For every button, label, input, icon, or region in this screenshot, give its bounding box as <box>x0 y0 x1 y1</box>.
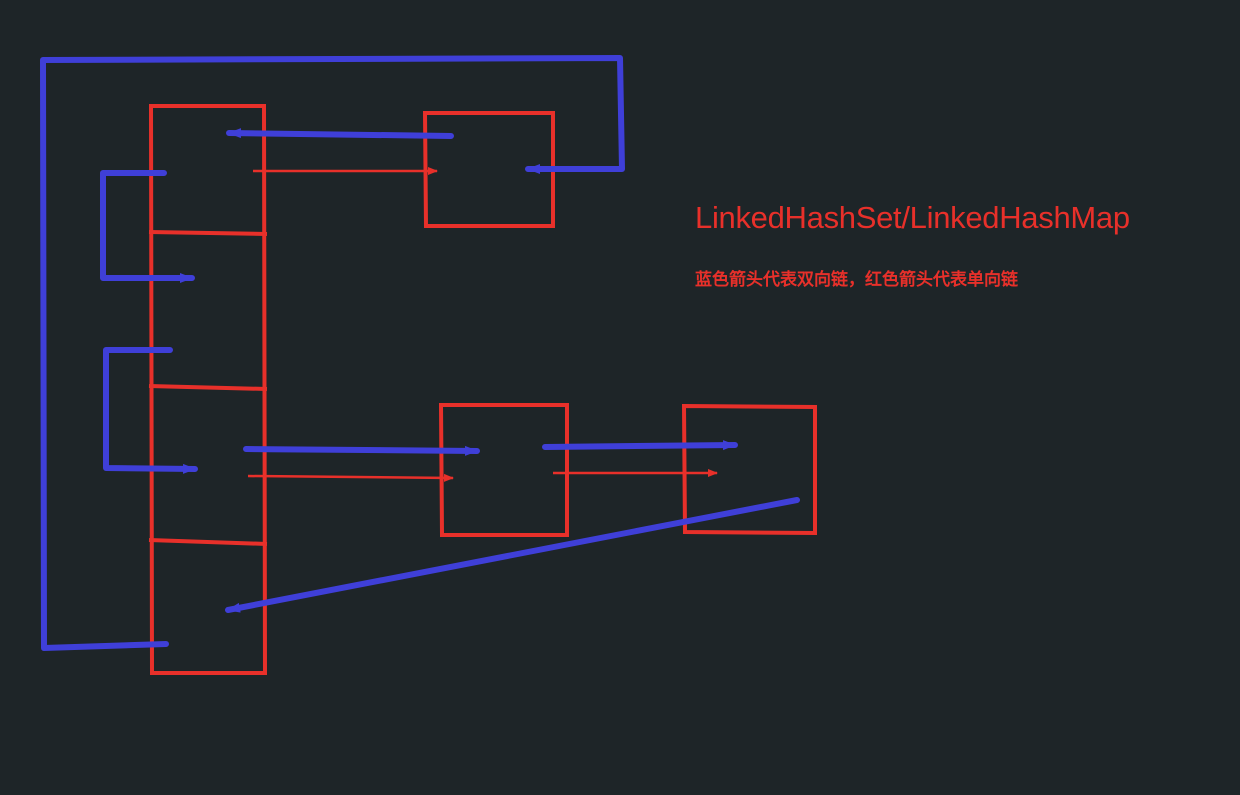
node-box <box>422 111 555 228</box>
red-arrow <box>247 473 454 482</box>
diagram-title: LinkedHashSet/LinkedHashMap <box>695 200 1130 235</box>
node-box <box>681 403 817 536</box>
blue-bracket-arrow <box>100 170 195 283</box>
bucket-column <box>148 104 268 675</box>
blue-arrow <box>542 440 738 451</box>
blue-arrow <box>225 497 800 613</box>
bucket-divider <box>148 230 268 236</box>
bucket-divider <box>148 538 268 546</box>
blue-bracket-arrow <box>103 347 198 474</box>
nodes <box>422 111 817 537</box>
blue-outer-loop <box>40 55 625 651</box>
bucket-divider <box>148 384 268 391</box>
single-links <box>247 167 718 482</box>
double-links <box>40 55 800 651</box>
diagram-legend-text: 蓝色箭头代表双向链，红色箭头代表单向链 <box>695 270 1018 290</box>
blue-arrow <box>243 445 480 456</box>
blue-arrow <box>226 128 454 139</box>
node-box <box>438 403 569 537</box>
hash-table <box>148 104 268 675</box>
